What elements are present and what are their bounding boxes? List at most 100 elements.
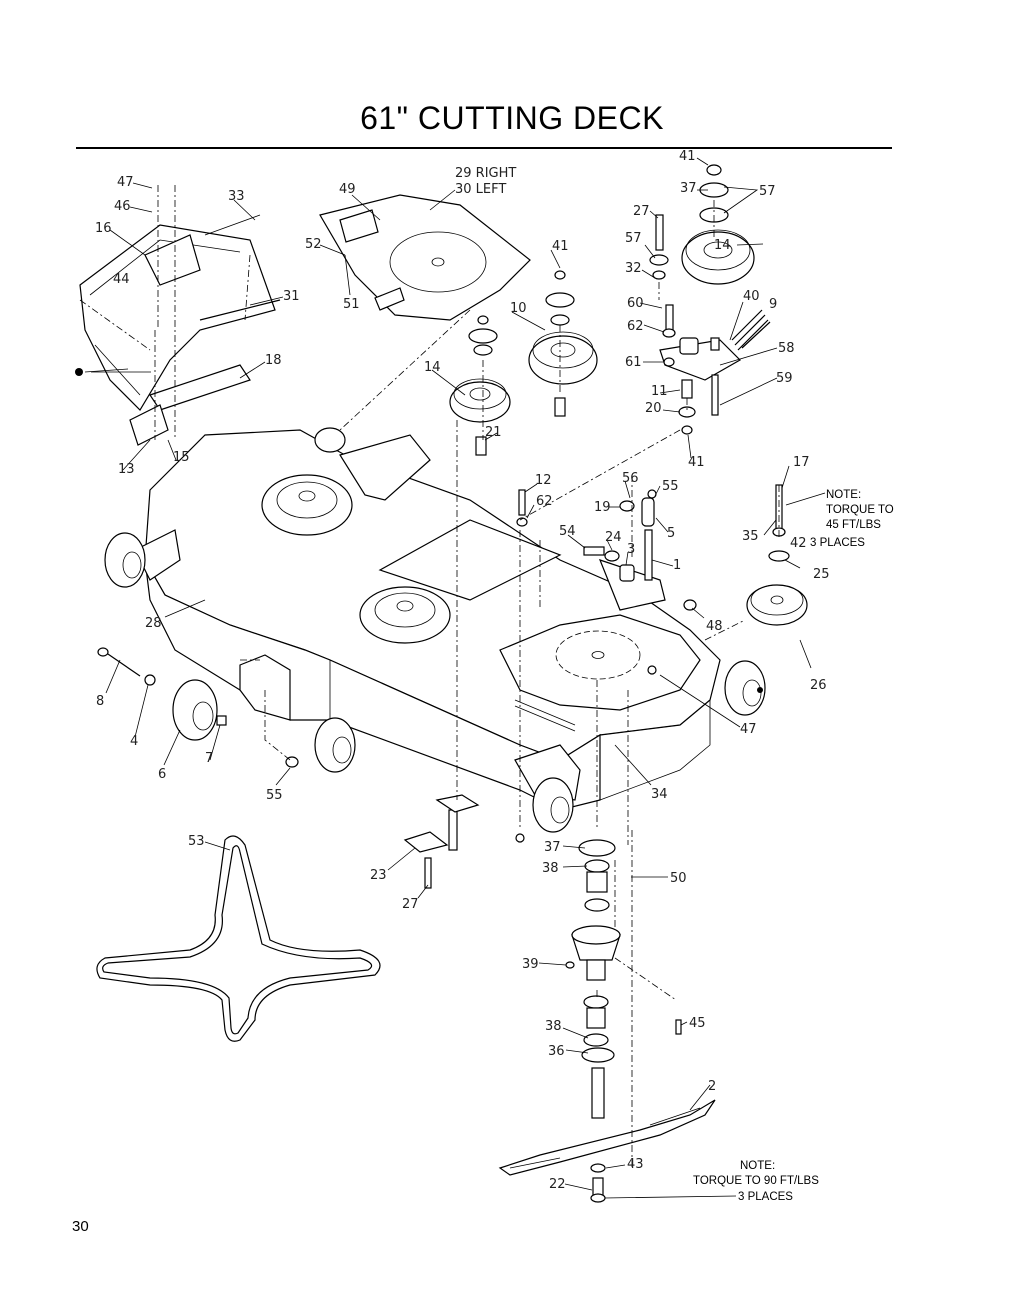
callout-14-right: 14 — [714, 238, 731, 253]
callout-44: 44 — [113, 272, 130, 287]
callout-56: 56 — [622, 471, 639, 486]
callout-57-top: 57 — [759, 184, 776, 199]
callout-53: 53 — [188, 834, 205, 849]
callout-47-low: 47 — [740, 722, 757, 737]
callout-41-top: 41 — [679, 149, 696, 164]
callout-38-low: 38 — [545, 1019, 562, 1034]
torque-note-upper: NOTE: TORQUE TO 45 FT/LBS 3 PLACES — [810, 489, 894, 549]
callout-25: 25 — [813, 567, 830, 582]
callout-leaders — [84, 157, 826, 1199]
title-divider — [76, 147, 892, 149]
callout-23: 23 — [370, 868, 387, 883]
belt-tensioner-assembly — [649, 164, 771, 435]
callout-29-right: 29 RIGHT — [455, 166, 516, 181]
deck-drive-belt — [96, 835, 381, 1042]
note-upper-line2: TORQUE TO — [826, 504, 894, 516]
callout-40: 40 — [743, 289, 760, 304]
spindle-pulley-right — [746, 484, 808, 626]
note-lower-line3: 3 PLACES — [738, 1191, 793, 1203]
callout-52: 52 — [305, 237, 322, 252]
callout-41-low: 41 — [688, 455, 705, 470]
callout-47: 47 — [117, 175, 134, 190]
callout-55: 55 — [266, 788, 283, 803]
callout-4: 4 — [130, 734, 138, 749]
callout-37-top: 37 — [680, 181, 697, 196]
callout-26: 26 — [810, 678, 827, 693]
callout-28: 28 — [145, 616, 162, 631]
callout-33: 33 — [228, 189, 245, 204]
callout-9: 9 — [769, 297, 777, 312]
callout-21: 21 — [485, 425, 502, 440]
callout-20: 20 — [645, 401, 662, 416]
callout-27-top: 27 — [633, 204, 650, 219]
hardware-bolt-head — [75, 368, 83, 376]
callout-1: 1 — [673, 558, 681, 573]
callout-38: 38 — [542, 861, 559, 876]
callout-46: 46 — [114, 199, 131, 214]
callout-3: 3 — [627, 542, 635, 557]
wheel-hub-dot — [757, 687, 763, 693]
callout-27: 27 — [402, 897, 419, 912]
note-upper-line4: 3 PLACES — [810, 537, 865, 549]
callout-49: 49 — [339, 182, 356, 197]
callout-6: 6 — [158, 767, 166, 782]
callout-12: 12 — [535, 473, 552, 488]
note-lower-line2: TORQUE TO 90 FT/LBS — [693, 1175, 819, 1187]
callout-22: 22 — [549, 1177, 566, 1192]
callout-19: 19 — [594, 500, 611, 515]
callout-17: 17 — [793, 455, 810, 470]
callout-48: 48 — [706, 619, 723, 634]
callout-24: 24 — [605, 530, 622, 545]
callout-5: 5 — [667, 526, 675, 541]
callout-62-top: 62 — [627, 319, 644, 334]
callout-13: 13 — [118, 462, 135, 477]
spindle-assembly — [403, 794, 716, 1203]
callout-50: 50 — [670, 871, 687, 886]
callout-32: 32 — [625, 261, 642, 276]
callout-31: 31 — [283, 289, 300, 304]
callout-54: 54 — [559, 524, 576, 539]
callout-35: 35 — [742, 529, 759, 544]
callout-58: 58 — [778, 341, 795, 356]
torque-note-lower: NOTE: TORQUE TO 90 FT/LBS 3 PLACES — [693, 1160, 819, 1203]
idler-pulleys — [449, 270, 598, 456]
callout-18: 18 — [265, 353, 282, 368]
callout-45: 45 — [689, 1016, 706, 1031]
callout-61: 61 — [625, 355, 642, 370]
note-upper-line1: NOTE: — [826, 489, 861, 501]
callout-14-left: 14 — [424, 360, 441, 375]
rear-baffle-cover — [319, 194, 531, 321]
page-title: 61" CUTTING DECK — [360, 100, 664, 136]
callout-41-mid: 41 — [552, 239, 569, 254]
callout-10: 10 — [510, 301, 527, 316]
note-lower-line1: NOTE: — [740, 1160, 775, 1172]
discharge-chute — [79, 214, 281, 446]
note-upper-line3: 45 FT/LBS — [826, 519, 881, 531]
callout-57: 57 — [625, 231, 642, 246]
callout-7: 7 — [205, 751, 213, 766]
callout-11: 11 — [651, 384, 668, 399]
callout-15: 15 — [173, 450, 190, 465]
callout-30-left: 30 LEFT — [455, 182, 506, 197]
cutting-deck-housing — [134, 429, 721, 811]
page-number: 30 — [72, 1218, 89, 1235]
callout-39: 39 — [522, 957, 539, 972]
callout-62: 62 — [536, 494, 553, 509]
callout-51: 51 — [343, 297, 360, 312]
callout-34: 34 — [651, 787, 668, 802]
callout-59: 59 — [776, 371, 793, 386]
assembly-centerlines — [79, 185, 780, 1170]
callout-36: 36 — [548, 1044, 565, 1059]
callout-labels: 47 46 16 44 33 49 29 RIGHT 30 LEFT 52 51… — [95, 149, 830, 1192]
callout-60: 60 — [627, 296, 644, 311]
callout-8: 8 — [96, 694, 104, 709]
callout-16: 16 — [95, 221, 112, 236]
callout-43: 43 — [627, 1157, 644, 1172]
callout-55-top: 55 — [662, 479, 679, 494]
callout-2: 2 — [708, 1079, 716, 1094]
callout-42: 42 — [790, 536, 807, 551]
idler-arm-hardware — [516, 489, 697, 675]
anti-scalp-wheels — [104, 427, 766, 833]
